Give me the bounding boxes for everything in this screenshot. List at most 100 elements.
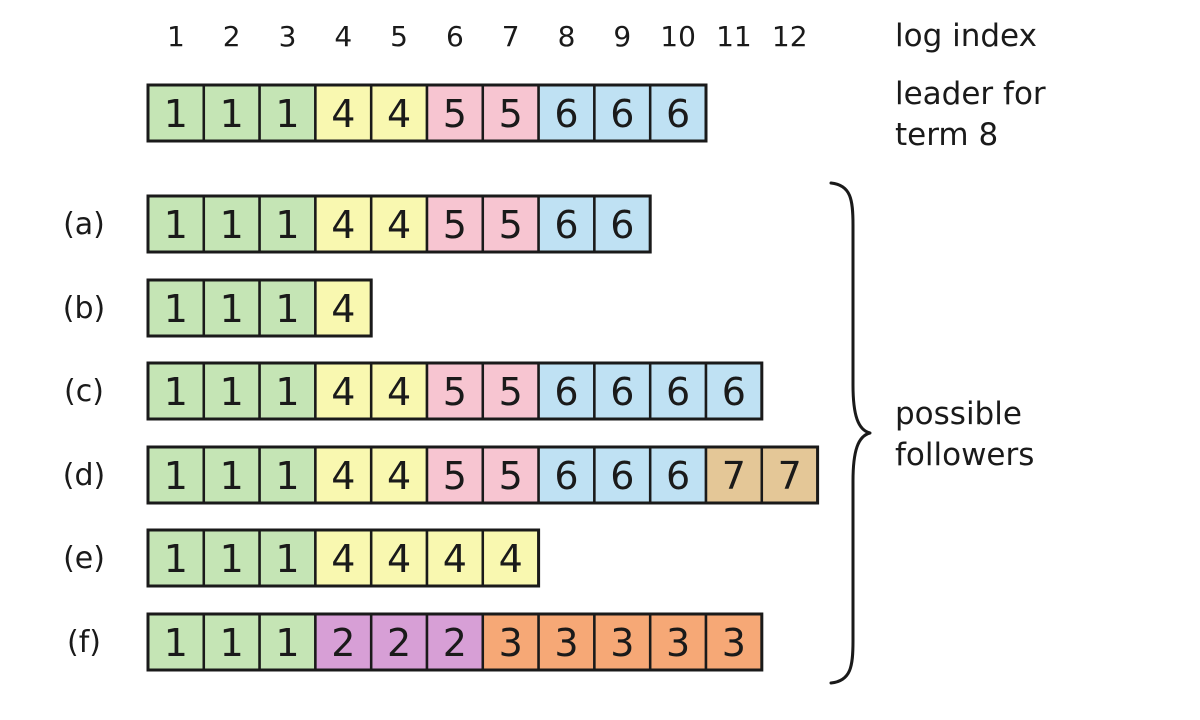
leader-log-entry-term: 4 [331,92,355,136]
leader-log-entry-term: 5 [443,92,467,136]
log-index-number: 4 [334,20,352,53]
leader-log-entry-term: 1 [220,92,244,136]
follower-log-entry-term: 1 [164,454,188,498]
follower-log-entry-term: 1 [220,370,244,414]
leader-label-line1: leader for [895,76,1046,112]
log-index-number: 3 [279,20,297,53]
follower-row-label: (f) [67,625,101,660]
log-index-label: log index [895,18,1037,54]
leader-log-entry-cell [537,83,596,143]
follower-log-entry-cell [425,612,485,672]
follower-log-border [146,278,373,338]
follower-log-entry-term: 1 [220,287,244,331]
follower-log-entry-term: 6 [722,370,746,414]
followers-brace [829,181,872,685]
follower-log-entry-term: 1 [164,287,188,331]
follower-log-entry-term: 1 [275,537,299,581]
follower-log-entry-term: 1 [164,537,188,581]
follower-log-entry-term: 5 [499,203,523,247]
follower-log-entry-term: 5 [443,370,467,414]
follower-log-entry-term: 5 [499,454,523,498]
follower-log-entry-term: 7 [722,454,746,498]
follower-log-border [146,361,764,421]
follower-log-entry-term: 3 [499,621,523,665]
follower-log-entry-term: 3 [722,621,746,665]
follower-log-entry-term: 3 [666,621,690,665]
follower-log-entry-term: 2 [331,621,355,665]
follower-log-entry-term: 4 [499,537,523,581]
log-index-number: 5 [390,20,408,53]
log-index-number: 7 [502,20,520,53]
follower-log-entry-term: 1 [220,454,244,498]
follower-log-entry-cell [704,612,764,672]
follower-log-entry-term: 1 [164,203,188,247]
follower-log-entry-term: 4 [443,537,467,581]
follower-log-entry-term: 1 [164,370,188,414]
follower-log-entry-term: 4 [387,454,411,498]
follower-log-entry-cell [146,194,206,254]
follower-log-entry-term: 6 [610,370,634,414]
follower-log-entry-cell [369,612,429,672]
follower-log-entry-term: 4 [331,287,355,331]
follower-log-entry-term: 6 [554,203,578,247]
follower-row-label: (c) [64,374,104,409]
follower-log-entry-term: 1 [220,621,244,665]
follower-log-entry-cell [314,361,373,421]
follower-log-entry-term: 5 [499,370,523,414]
follower-log-entry-term: 4 [331,370,355,414]
leader-log-entry-term: 4 [387,92,411,136]
follower-log-entry-term: 2 [387,621,411,665]
leader-log-entry-term: 5 [499,92,523,136]
follower-log-entry-term: 6 [610,454,634,498]
follower-log-entry-term: 2 [443,621,467,665]
followers-label-line2: followers [895,437,1034,473]
log-index-number: 10 [660,20,696,53]
leader-log-entry-term: 1 [164,92,188,136]
follower-log-entry-term: 1 [275,621,299,665]
leader-log-entry-term: 6 [610,92,634,136]
leader-log-entry-term: 6 [554,92,578,136]
follower-log-entry-cell [146,361,206,421]
follower-log-entry-term: 5 [443,454,467,498]
follower-log-border [146,445,820,505]
leader-label-line2: term 8 [895,117,998,153]
log-index-number: 12 [772,20,808,53]
follower-log-border [146,528,541,588]
leader-log-entry-term: 6 [666,92,690,136]
log-index-number: 1 [167,20,185,53]
follower-log-border [146,194,652,254]
follower-log-entry-term: 6 [554,370,578,414]
log-index-number: 11 [716,20,752,53]
follower-log-entry-term: 6 [666,454,690,498]
follower-log-entry-term: 4 [387,203,411,247]
follower-log-entry-term: 6 [554,454,578,498]
follower-log-entry-term: 1 [275,287,299,331]
follower-log-entry-term: 6 [610,203,634,247]
follower-log-entry-cell [202,194,261,254]
follower-row-label: (e) [63,541,105,576]
log-index-number: 8 [558,20,576,53]
follower-log-entry-term: 1 [275,203,299,247]
leader-log-entry-cell [648,83,708,143]
follower-log-entry-term: 4 [387,537,411,581]
log-index-number: 6 [446,20,464,53]
follower-log-entry-cell [593,612,652,672]
follower-log-entry-term: 4 [387,370,411,414]
follower-log-entry-term: 4 [331,203,355,247]
follower-row-label: (b) [63,291,105,326]
log-index-number: 9 [613,20,631,53]
follower-log-entry-term: 1 [275,454,299,498]
follower-log-entry-term: 7 [778,454,802,498]
follower-log-entry-term: 1 [164,621,188,665]
follower-log-entry-term: 3 [610,621,634,665]
follower-log-entry-term: 3 [554,621,578,665]
followers-label-line1: possible [895,396,1022,432]
